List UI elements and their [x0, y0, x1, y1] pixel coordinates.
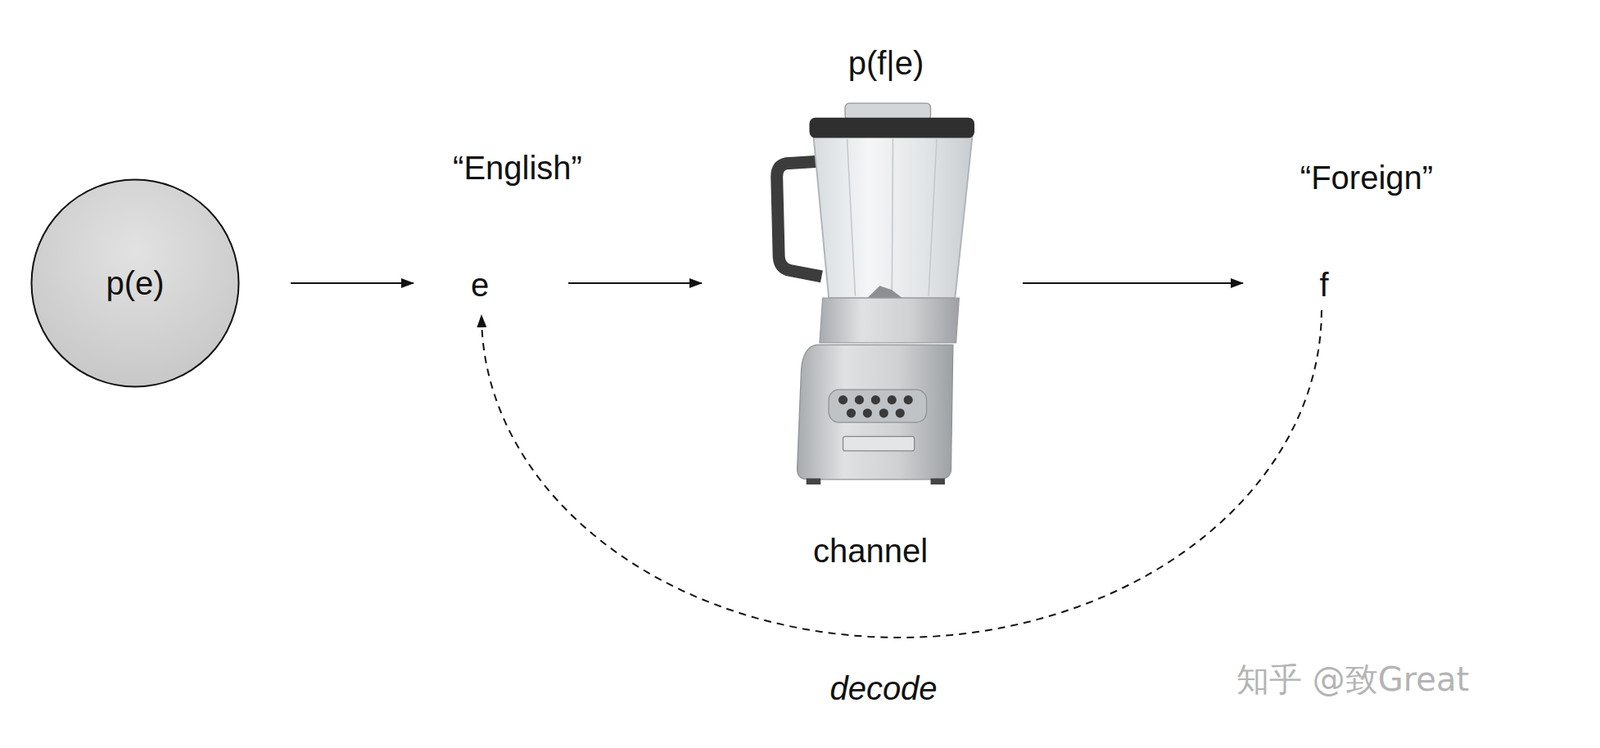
jar-rib: [847, 139, 856, 297]
node-heading: “English”: [452, 148, 583, 188]
symbol-node: “Foreign”f: [1299, 264, 1349, 308]
blender-base: [797, 344, 954, 480]
channel-node: p(f|e)channel: [765, 102, 975, 485]
node-text: channel: [813, 531, 928, 571]
flow-arrow: [568, 282, 702, 285]
decode-arrow: [481, 310, 1322, 638]
brand-plate: [843, 436, 915, 451]
watermark: 知乎 @致Great: [1236, 659, 1469, 700]
blender-illustration: [765, 102, 975, 485]
blender-foot: [806, 479, 821, 485]
blender-lid-cap: [845, 103, 931, 120]
button-panel: [828, 389, 927, 423]
node-heading: “Foreign”: [1300, 158, 1433, 198]
blender-blade: [867, 285, 902, 299]
node-text: p(e): [105, 263, 164, 303]
blender-lid: [809, 117, 975, 139]
node-text: f: [1319, 265, 1329, 305]
node-text: e: [470, 265, 489, 305]
jar-rib: [891, 139, 893, 297]
node-heading: p(f|e): [848, 43, 925, 83]
blender-buttons: [838, 395, 913, 418]
flow-arrow: [1022, 282, 1243, 285]
symbol-node: “English”e: [455, 264, 505, 308]
flow-arrow: [290, 282, 414, 285]
blender-collar: [819, 298, 959, 344]
distribution-circle: p(e): [30, 178, 240, 389]
blender-foot: [931, 479, 945, 485]
jar-rib: [928, 139, 937, 297]
edge-label: decode: [826, 668, 941, 709]
blender-jar: [813, 135, 972, 299]
blender-handle: [777, 161, 823, 277]
